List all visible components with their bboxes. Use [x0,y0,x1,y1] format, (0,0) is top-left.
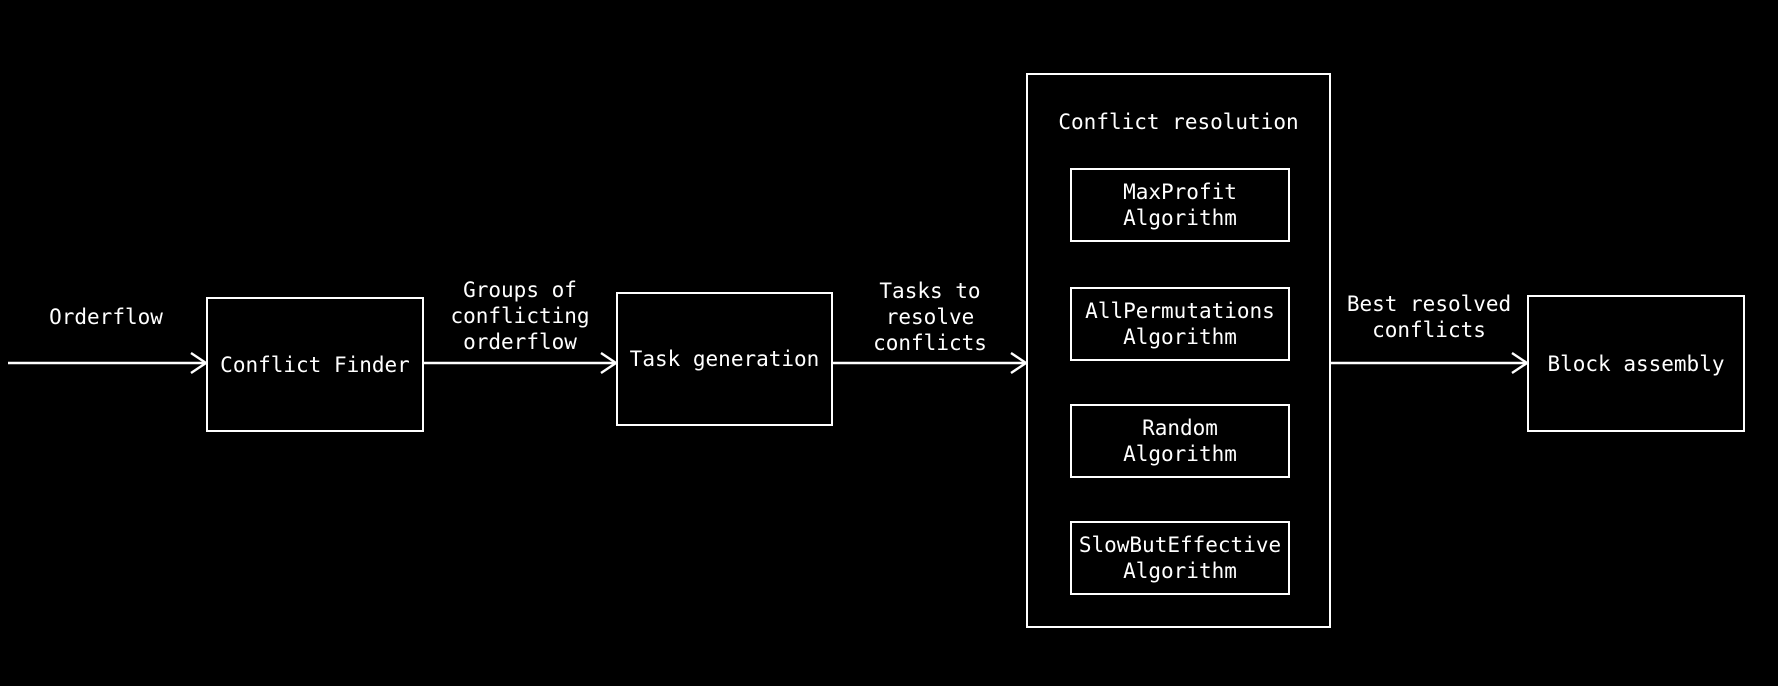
node-slowbuteffective-algorithm: SlowButEffective Algorithm [1070,521,1290,595]
node-task-generation: Task generation [616,292,833,426]
node-random-algorithm: Random Algorithm [1070,404,1290,478]
node-maxprofit-algorithm: MaxProfit Algorithm [1070,168,1290,242]
edge-label-best-resolved-conflicts: Best resolved conflicts [1346,292,1512,342]
edge-label-tasks-to-resolve-conflicts: Tasks to resolve conflicts [873,279,987,355]
arrow-task-generation-to-conflict-resolution [833,352,1029,374]
arrow-orderflow-to-conflict-finder [8,352,209,374]
edge-label-groups-of-conflicting-orderflow: Groups of conflicting orderflow [450,278,590,354]
node-conflict-finder: Conflict Finder [206,297,424,432]
group-title-conflict-resolution: Conflict resolution [1058,110,1299,134]
group-conflict-resolution: Conflict resolution MaxProfit Algorithm … [1026,73,1331,628]
edge-label-orderflow: Orderflow [49,305,163,329]
arrow-conflict-resolution-to-block-assembly [1331,352,1530,374]
node-allpermutations-algorithm: AllPermutations Algorithm [1070,287,1290,361]
node-block-assembly: Block assembly [1527,295,1745,432]
arrow-conflict-finder-to-task-generation [424,352,619,374]
